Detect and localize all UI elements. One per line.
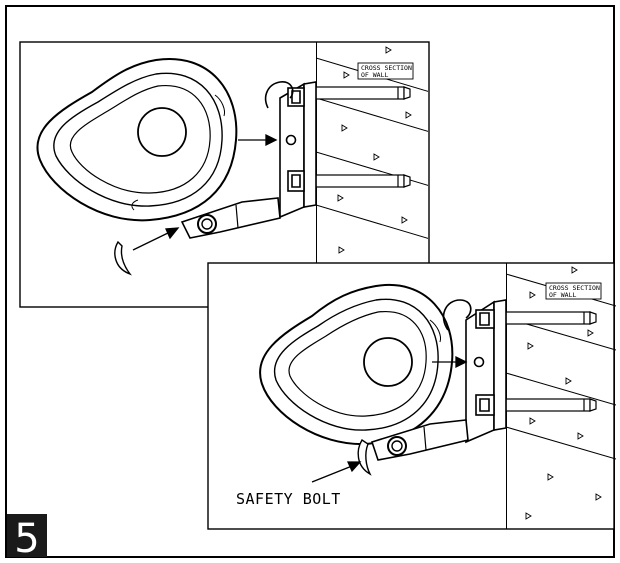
step-number: 5 bbox=[14, 516, 39, 562]
anchor-bolts bbox=[315, 86, 411, 188]
wall-bracket bbox=[279, 81, 317, 219]
wall-label-line1: CROSS SECTION bbox=[361, 64, 412, 72]
wall-label-line2-2: OF WALL bbox=[549, 291, 576, 299]
arrows-2 bbox=[311, 355, 468, 483]
drum-center-2 bbox=[363, 337, 413, 387]
lifeline-housing bbox=[36, 57, 238, 222]
loose-safety-bolt bbox=[114, 240, 132, 276]
lifeline-housing-2 bbox=[259, 283, 454, 446]
arrows bbox=[132, 133, 278, 251]
wall-bracket-2 bbox=[465, 299, 507, 444]
aggregate-markers-2 bbox=[525, 266, 602, 520]
installed-safety-bolt bbox=[357, 439, 372, 476]
wall-label-box bbox=[357, 62, 414, 80]
step-badge: 5 bbox=[7, 514, 47, 562]
bottom-panel-border bbox=[207, 262, 615, 530]
drum-center bbox=[137, 107, 187, 157]
swivel-lug-2 bbox=[370, 419, 469, 461]
bottom-panel: CROSS SECTION OF WALL bbox=[207, 262, 616, 530]
safety-bolt-label: SAFETY BOLT bbox=[236, 490, 341, 508]
wall-label-line1-2: CROSS SECTION bbox=[549, 284, 600, 292]
swivel-lug bbox=[180, 197, 281, 239]
bracket-hook bbox=[264, 81, 294, 109]
anchor-bolts-2 bbox=[505, 311, 597, 412]
wall-label-box-2 bbox=[545, 282, 602, 300]
wall-label-line2: OF WALL bbox=[361, 71, 388, 79]
